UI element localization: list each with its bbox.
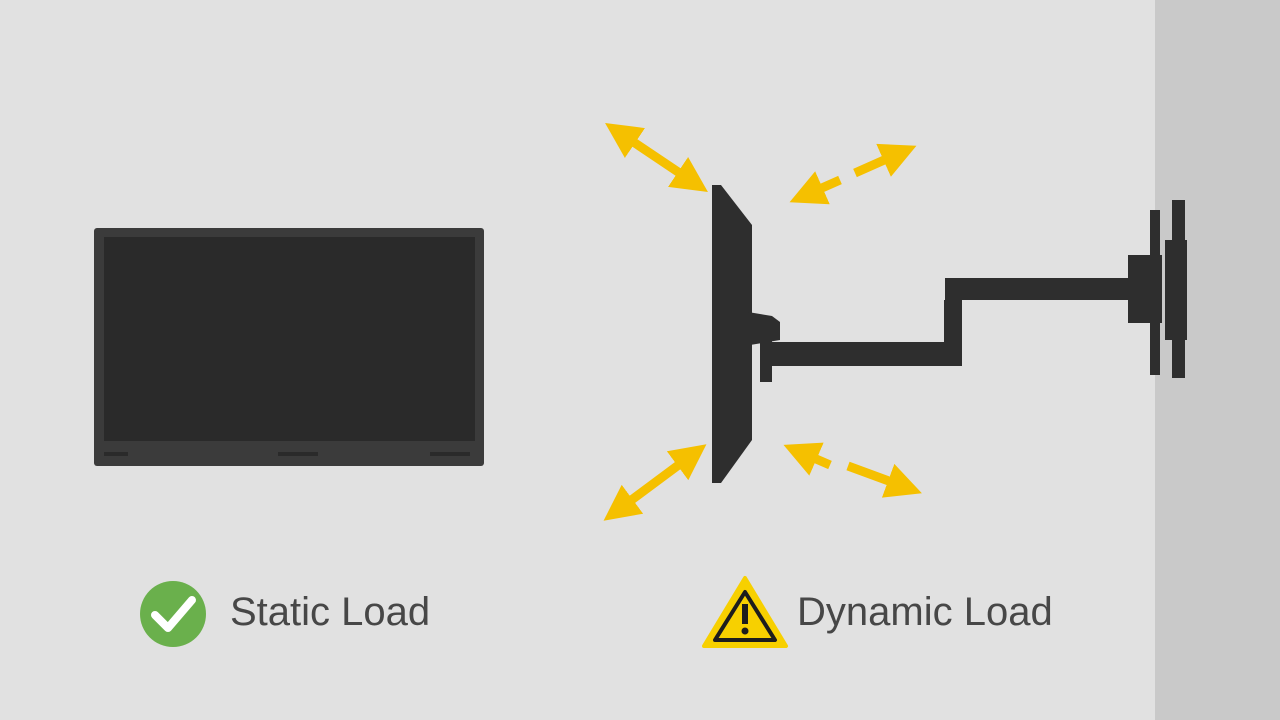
arrow-icon [605,122,708,193]
arrow-icon [846,461,922,498]
check-circle-icon [140,581,206,647]
dynamic-load-label: Dynamic Load [797,590,1053,634]
static-tv [94,228,484,466]
warning-triangle-icon [702,576,788,648]
arrow-icon [789,171,842,205]
wall-mount-arm [712,185,1187,483]
arrow-icon [853,143,917,178]
motion-arrows [603,122,922,521]
arrow-icon [603,444,707,521]
arrow-icon [783,442,832,476]
static-load-label: Static Load [230,590,431,634]
side-monitor [712,185,752,483]
